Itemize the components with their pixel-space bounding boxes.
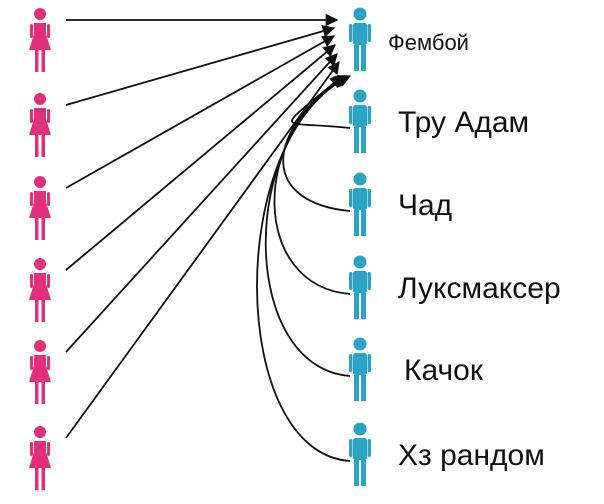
man-icon	[349, 7, 371, 71]
man-label: Тру Адам	[398, 106, 529, 139]
woman-icon	[29, 176, 51, 240]
man-label: Чад	[398, 189, 452, 222]
man-label: Хз рандом	[398, 439, 545, 472]
woman-icon	[29, 93, 51, 157]
woman-icon	[29, 258, 51, 322]
woman-icon	[29, 8, 51, 72]
arrow-curve	[264, 75, 351, 377]
arrow-line	[65, 44, 336, 271]
man-icon	[349, 422, 371, 486]
man-icon	[349, 255, 371, 319]
arrow-line	[65, 35, 336, 189]
woman-icon	[29, 340, 51, 404]
arrow-line	[65, 60, 340, 439]
arrow-line	[65, 25, 336, 106]
man-label: Фембой	[388, 30, 469, 55]
arrow-curve	[273, 75, 351, 295]
women-column	[29, 8, 51, 490]
man-label: Качок	[404, 354, 484, 387]
man-icon	[349, 89, 371, 153]
arrows-layer	[65, 13, 352, 462]
man-icon	[349, 172, 371, 236]
man-icon	[349, 337, 371, 401]
woman-icon	[29, 426, 51, 490]
arrow-curve	[256, 75, 352, 462]
arrow-line	[65, 53, 338, 353]
man-label: Луксмаксер	[398, 272, 561, 305]
